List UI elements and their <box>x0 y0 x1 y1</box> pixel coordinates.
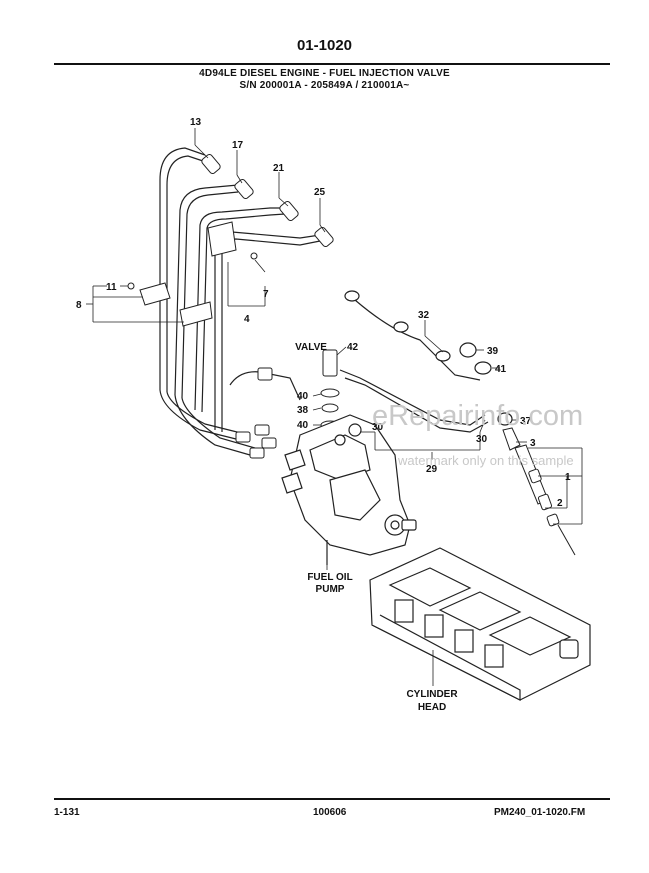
callout-39: 39 <box>487 346 499 357</box>
callout-37: 37 <box>520 416 532 427</box>
callout-4: 4 <box>244 314 250 325</box>
callout-30b: 30 <box>476 434 488 445</box>
callout-11: 11 <box>106 282 117 293</box>
page-title: 4D94LE DIESEL ENGINE - FUEL INJECTION VA… <box>199 68 450 79</box>
callout-numbers: 13 17 21 25 11 8 7 4 32 39 41 42 40 38 4… <box>76 117 571 509</box>
cylinder-head-label-2: HEAD <box>418 702 446 713</box>
callout-8: 8 <box>76 300 82 311</box>
callout-25: 25 <box>314 187 326 198</box>
leader-lines <box>86 128 583 686</box>
callout-13: 13 <box>190 117 202 128</box>
serial-range: S/N 200001A - 205849A / 210001A~ <box>239 80 410 91</box>
cylinder-head-label: CYLINDER <box>406 689 458 700</box>
callout-41: 41 <box>495 364 507 375</box>
injection-nozzle <box>502 427 576 556</box>
date-code: 100606 <box>313 807 347 818</box>
section-number: 01-1020 <box>296 37 353 54</box>
callout-3: 3 <box>530 438 536 449</box>
fuel-oil-pump-label: FUEL OIL <box>307 572 352 583</box>
callout-42: 42 <box>347 342 359 353</box>
callout-40b: 40 <box>297 420 309 431</box>
callout-29: 29 <box>426 464 438 475</box>
leak-off-pipe <box>344 290 513 426</box>
callout-38: 38 <box>297 405 309 416</box>
header-rule <box>54 63 610 65</box>
callout-40a: 40 <box>297 391 309 402</box>
callout-17: 17 <box>232 140 244 151</box>
callout-2: 2 <box>557 498 563 509</box>
callout-21: 21 <box>273 163 285 174</box>
component-labels: VALVE FUEL OIL PUMP CYLINDER HEAD <box>295 342 458 713</box>
fuel-oil-pump-label-2: PUMP <box>316 584 345 595</box>
cylinder-head <box>369 547 591 701</box>
pipe-clamps <box>127 221 258 327</box>
file-name: PM240_01-1020.FM <box>494 807 586 818</box>
page-number: 1-131 <box>54 807 80 818</box>
pipe-fittings <box>201 153 334 459</box>
watermark-sub: watermark only on this sample <box>397 453 574 468</box>
valve-assembly <box>320 349 340 430</box>
callout-30a: 30 <box>372 422 384 433</box>
fuel-oil-pump <box>281 414 417 565</box>
watermark: eRepairinfo.com watermark only on this s… <box>372 400 583 468</box>
callout-7: 7 <box>263 289 269 300</box>
watermark-main: eRepairinfo.com <box>372 400 583 432</box>
callout-1: 1 <box>565 472 571 483</box>
footer-rule <box>54 798 610 800</box>
valve-label: VALVE <box>295 342 327 353</box>
callout-32: 32 <box>418 310 430 321</box>
